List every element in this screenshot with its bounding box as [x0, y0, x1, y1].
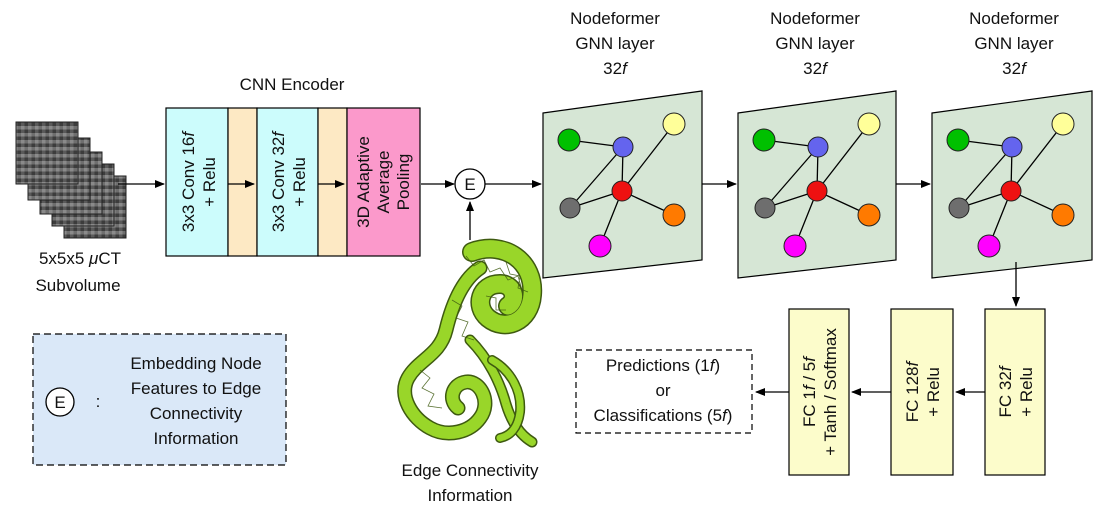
- gnn2-dim: 32f: [803, 59, 829, 78]
- svg-text:3D Adaptive: 3D Adaptive: [354, 136, 373, 228]
- embedding-operator-symbol: E: [464, 175, 475, 194]
- conv2-block: [256, 107, 319, 257]
- gnn3-title-line1: Nodeformer: [969, 9, 1059, 28]
- svg-text:3x3 Conv 32f: 3x3 Conv 32f: [269, 130, 288, 232]
- fc128-block: [890, 308, 954, 476]
- output-line1: Predictions (1f): [606, 356, 720, 375]
- gnn1-dim: 32f: [603, 59, 629, 78]
- fc32-block: [984, 308, 1046, 476]
- conv2-label: 3x3 Conv 32f + Relu: [269, 130, 309, 232]
- svg-text:3x3 Conv 16f: 3x3 Conv 16f: [179, 130, 198, 232]
- legend-line4: Information: [153, 429, 238, 448]
- input-label-line1: 5x5x5 μCT: [39, 249, 121, 268]
- gnn3-graph: [946, 112, 1075, 258]
- pooling-label: 3D Adaptive Average Pooling: [354, 136, 413, 228]
- fc32-label: FC 32f + Relu: [996, 364, 1036, 417]
- svg-text:Average: Average: [374, 150, 393, 213]
- fc-output-label: FC 1f / 5f + Tanh / Softmax: [800, 328, 840, 456]
- cochlea-mesh-image: [397, 238, 543, 448]
- legend-line1: Embedding Node: [130, 354, 261, 373]
- separator-block-1: [227, 107, 258, 257]
- output-line2: or: [655, 381, 670, 400]
- svg-text:FC 1f / 5f: FC 1f / 5f: [800, 355, 819, 427]
- gnn1-title-line1: Nodeformer: [570, 9, 660, 28]
- svg-text:+ Relu: + Relu: [1017, 367, 1036, 417]
- svg-text:+ Tanh / Softmax: + Tanh / Softmax: [821, 328, 840, 456]
- pooling-block: [346, 107, 421, 257]
- legend-colon: :: [96, 392, 101, 411]
- legend-line2: Features to Edge: [131, 379, 261, 398]
- gnn1-graph: [557, 112, 686, 258]
- svg-text:+ Relu: + Relu: [200, 157, 219, 207]
- output-box: [575, 349, 753, 434]
- legend-box: [32, 333, 287, 466]
- svg-text:FC 32f: FC 32f: [996, 364, 1015, 417]
- gnn2-title-line2: GNN layer: [775, 34, 855, 53]
- mesh-label-line1: Edge Connectivity: [401, 461, 539, 480]
- legend-symbol: E: [54, 393, 65, 412]
- input-label-line2: Subvolume: [35, 276, 120, 295]
- gnn3-title-line2: GNN layer: [974, 34, 1054, 53]
- svg-text:+ Relu: + Relu: [290, 157, 309, 207]
- cnn-encoder-title: CNN Encoder: [240, 75, 345, 94]
- ct-subvolume-stack: [15, 121, 127, 239]
- fc128-label: FC 128f + Relu: [903, 359, 943, 422]
- svg-text:FC 128f: FC 128f: [903, 359, 922, 422]
- gnn1-title-line2: GNN layer: [575, 34, 655, 53]
- fc-output-block: [788, 308, 850, 476]
- output-line3: Classifications (5f): [594, 406, 733, 425]
- svg-text:+ Relu: + Relu: [924, 367, 943, 417]
- gnn2-graph: [752, 112, 881, 258]
- conv1-label: 3x3 Conv 16f + Relu: [179, 130, 219, 232]
- mesh-label-line2: Information: [427, 486, 512, 505]
- separator-block-2: [317, 107, 348, 257]
- svg-text:Pooling: Pooling: [394, 154, 413, 211]
- gnn2-title-line1: Nodeformer: [770, 9, 860, 28]
- legend-line3: Connectivity: [150, 404, 243, 423]
- gnn3-dim: 32f: [1002, 59, 1028, 78]
- legend-embedding-icon: [45, 387, 75, 417]
